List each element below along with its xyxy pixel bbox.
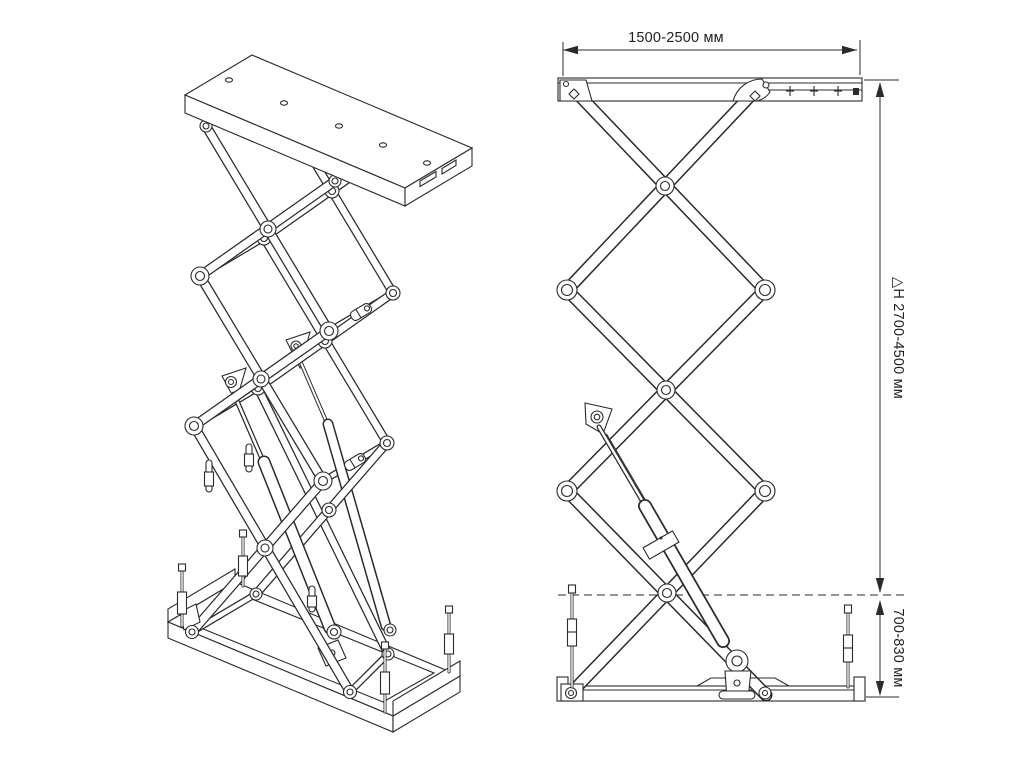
arrow-up-icon	[875, 600, 885, 615]
dimension-closed-height: 700-830 мм	[866, 600, 906, 698]
elevation-pivot-pins	[556, 176, 776, 603]
platform-end-stop	[853, 88, 859, 95]
isometric-view	[166, 54, 474, 733]
dimension-annotations: 1500-2500 мм △H 2700-4500 мм 700-830 мм	[562, 30, 906, 698]
iso-jack-screws	[176, 529, 455, 714]
dimension-lift-height: △H 2700-4500 мм	[864, 79, 906, 593]
iso-hydraulic-cylinder-far	[285, 331, 397, 637]
arrow-down-icon	[875, 578, 885, 593]
elevation-view	[556, 77, 908, 702]
elevation-platform	[557, 77, 863, 102]
arrow-right-icon	[842, 45, 857, 55]
iso-safety-rods	[203, 443, 318, 613]
elevation-hydraulic-cylinder	[584, 402, 749, 673]
iso-hydraulic-cylinder-near	[221, 367, 347, 667]
closed-height-label: 700-830 мм	[890, 608, 906, 687]
arrow-down-icon	[875, 681, 885, 696]
arrow-up-icon	[875, 82, 885, 97]
platform-track-clips	[786, 86, 842, 96]
elevation-base-frame	[556, 676, 866, 702]
elevation-jack-screws	[566, 584, 854, 689]
lift-height-label: △H 2700-4500 мм	[890, 277, 906, 399]
elevation-base-details	[560, 670, 790, 702]
iso-platform	[183, 54, 474, 207]
dimension-platform-length: 1500-2500 мм	[562, 30, 861, 76]
arrow-left-icon	[563, 45, 578, 55]
platform-length-label: 1500-2500 мм	[628, 30, 724, 46]
